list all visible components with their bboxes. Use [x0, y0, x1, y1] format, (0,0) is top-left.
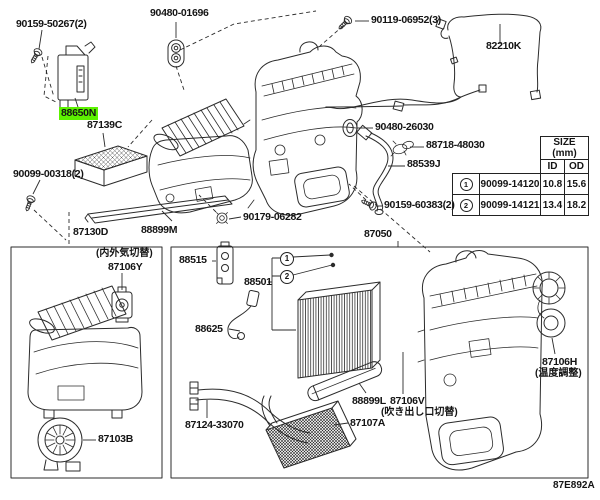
- table-part-number[interactable]: 90099-14120: [479, 173, 541, 195]
- part-label-87130d[interactable]: 87130D: [73, 226, 108, 238]
- part-label-87106y[interactable]: 87106Y: [108, 261, 143, 273]
- callout-circle-2: 2: [280, 270, 294, 284]
- callout-circle-1: 1: [280, 252, 294, 266]
- part-label-90480-26030[interactable]: 90480-26030: [375, 121, 434, 133]
- part-label-87124-33070[interactable]: 87124-33070: [185, 419, 244, 431]
- part-label-87139c[interactable]: 87139C: [87, 119, 122, 131]
- evaporator-art: [297, 281, 381, 379]
- note-intake-switch: (内外気切替): [96, 248, 153, 259]
- bracket-88515-art: [216, 241, 234, 285]
- screw-icon: [27, 46, 44, 66]
- part-label-90159-60383[interactable]: 90159-60383(2): [384, 199, 455, 211]
- size-table-row: 1 90099-14120 10.8 15.6: [452, 173, 589, 195]
- leader-lines: [32, 20, 556, 441]
- blower-unit-art: [27, 285, 143, 419]
- highlighted-part-label[interactable]: 88650N: [59, 107, 98, 120]
- hose-art: [356, 124, 394, 215]
- figure-code: 87E892A: [553, 480, 595, 491]
- id-value: 10.8: [540, 173, 565, 195]
- part-label-87106v[interactable]: 87106V: [390, 395, 425, 407]
- id-value: 13.4: [540, 194, 565, 216]
- part-label-88501[interactable]: 88501: [244, 276, 272, 288]
- bolt-icon: [335, 14, 354, 33]
- duct-seal-art: [84, 195, 233, 224]
- thermistor-art: [227, 289, 260, 340]
- part-label-87103b[interactable]: 87103B: [98, 433, 133, 445]
- part-label-87106h[interactable]: 87106H: [542, 356, 577, 368]
- part-label-90119-06952[interactable]: 90119-06952(3): [371, 14, 441, 26]
- grommet-icon: [167, 39, 185, 68]
- heater-core-art: [261, 395, 357, 469]
- screw-icon: [22, 194, 37, 213]
- table-part-number[interactable]: 90099-14121: [479, 194, 541, 216]
- note-outlet-switch: (吹き出し口切替): [381, 407, 458, 418]
- size-table-row: 2 90099-14121 13.4 18.2: [452, 194, 589, 216]
- cabin-filter-art: [74, 145, 148, 187]
- part-label-90159-50267[interactable]: 90159-50267(2): [16, 18, 87, 30]
- part-label-90480-01696[interactable]: 90480-01696: [150, 7, 209, 19]
- blower-section-box: [10, 246, 163, 479]
- part-label-88899l[interactable]: 88899L: [352, 395, 386, 407]
- row-num-icon: 2: [459, 198, 473, 212]
- note-temp-adjust: (温度調整): [535, 368, 582, 379]
- part-label-88515[interactable]: 88515: [179, 254, 207, 266]
- part-label-90099-00318[interactable]: 90099-00318(2): [13, 168, 84, 180]
- size-table-title-row: SIZE (mm): [453, 136, 589, 160]
- row-num-icon: 1: [459, 177, 473, 191]
- part-label-87107a[interactable]: 87107A: [350, 417, 385, 429]
- wiring-harness-art: [325, 13, 542, 112]
- od-value: 15.6: [564, 173, 589, 195]
- part-label-88718-48030[interactable]: 88718-48030: [426, 139, 485, 151]
- part-label-90179-06282[interactable]: 90179-06282: [243, 211, 302, 223]
- unit-section-box: [170, 246, 589, 479]
- temp-servo-art: [532, 271, 566, 338]
- construction-lines: [33, 10, 431, 253]
- size-table: SIZE (mm) ID OD 1 90099-14120 10.8 15.6 …: [452, 136, 589, 216]
- hvac-assembly-art: [148, 41, 363, 216]
- col-header-id: ID: [540, 159, 565, 174]
- od-value: 18.2: [564, 194, 589, 216]
- size-table-title: SIZE (mm): [540, 136, 589, 160]
- part-label-87050[interactable]: 87050: [364, 228, 392, 240]
- part-label-88899m[interactable]: 88899M: [141, 224, 178, 236]
- size-table-header-row: ID OD: [453, 159, 589, 174]
- part-label-88625[interactable]: 88625: [195, 323, 223, 335]
- part-label-88539j[interactable]: 88539J: [407, 158, 441, 170]
- tank-88899l-art: [307, 361, 383, 402]
- part-label-82210k[interactable]: 82210K: [486, 40, 521, 52]
- nut-icon: [216, 212, 228, 224]
- heater-unit-art: [417, 250, 543, 471]
- intake-servo-art: [111, 286, 133, 323]
- col-header-od: OD: [564, 159, 589, 174]
- clamp-icon: [390, 140, 414, 157]
- blower-motor-art: [37, 417, 83, 472]
- ac-amplifier-art: [57, 41, 96, 111]
